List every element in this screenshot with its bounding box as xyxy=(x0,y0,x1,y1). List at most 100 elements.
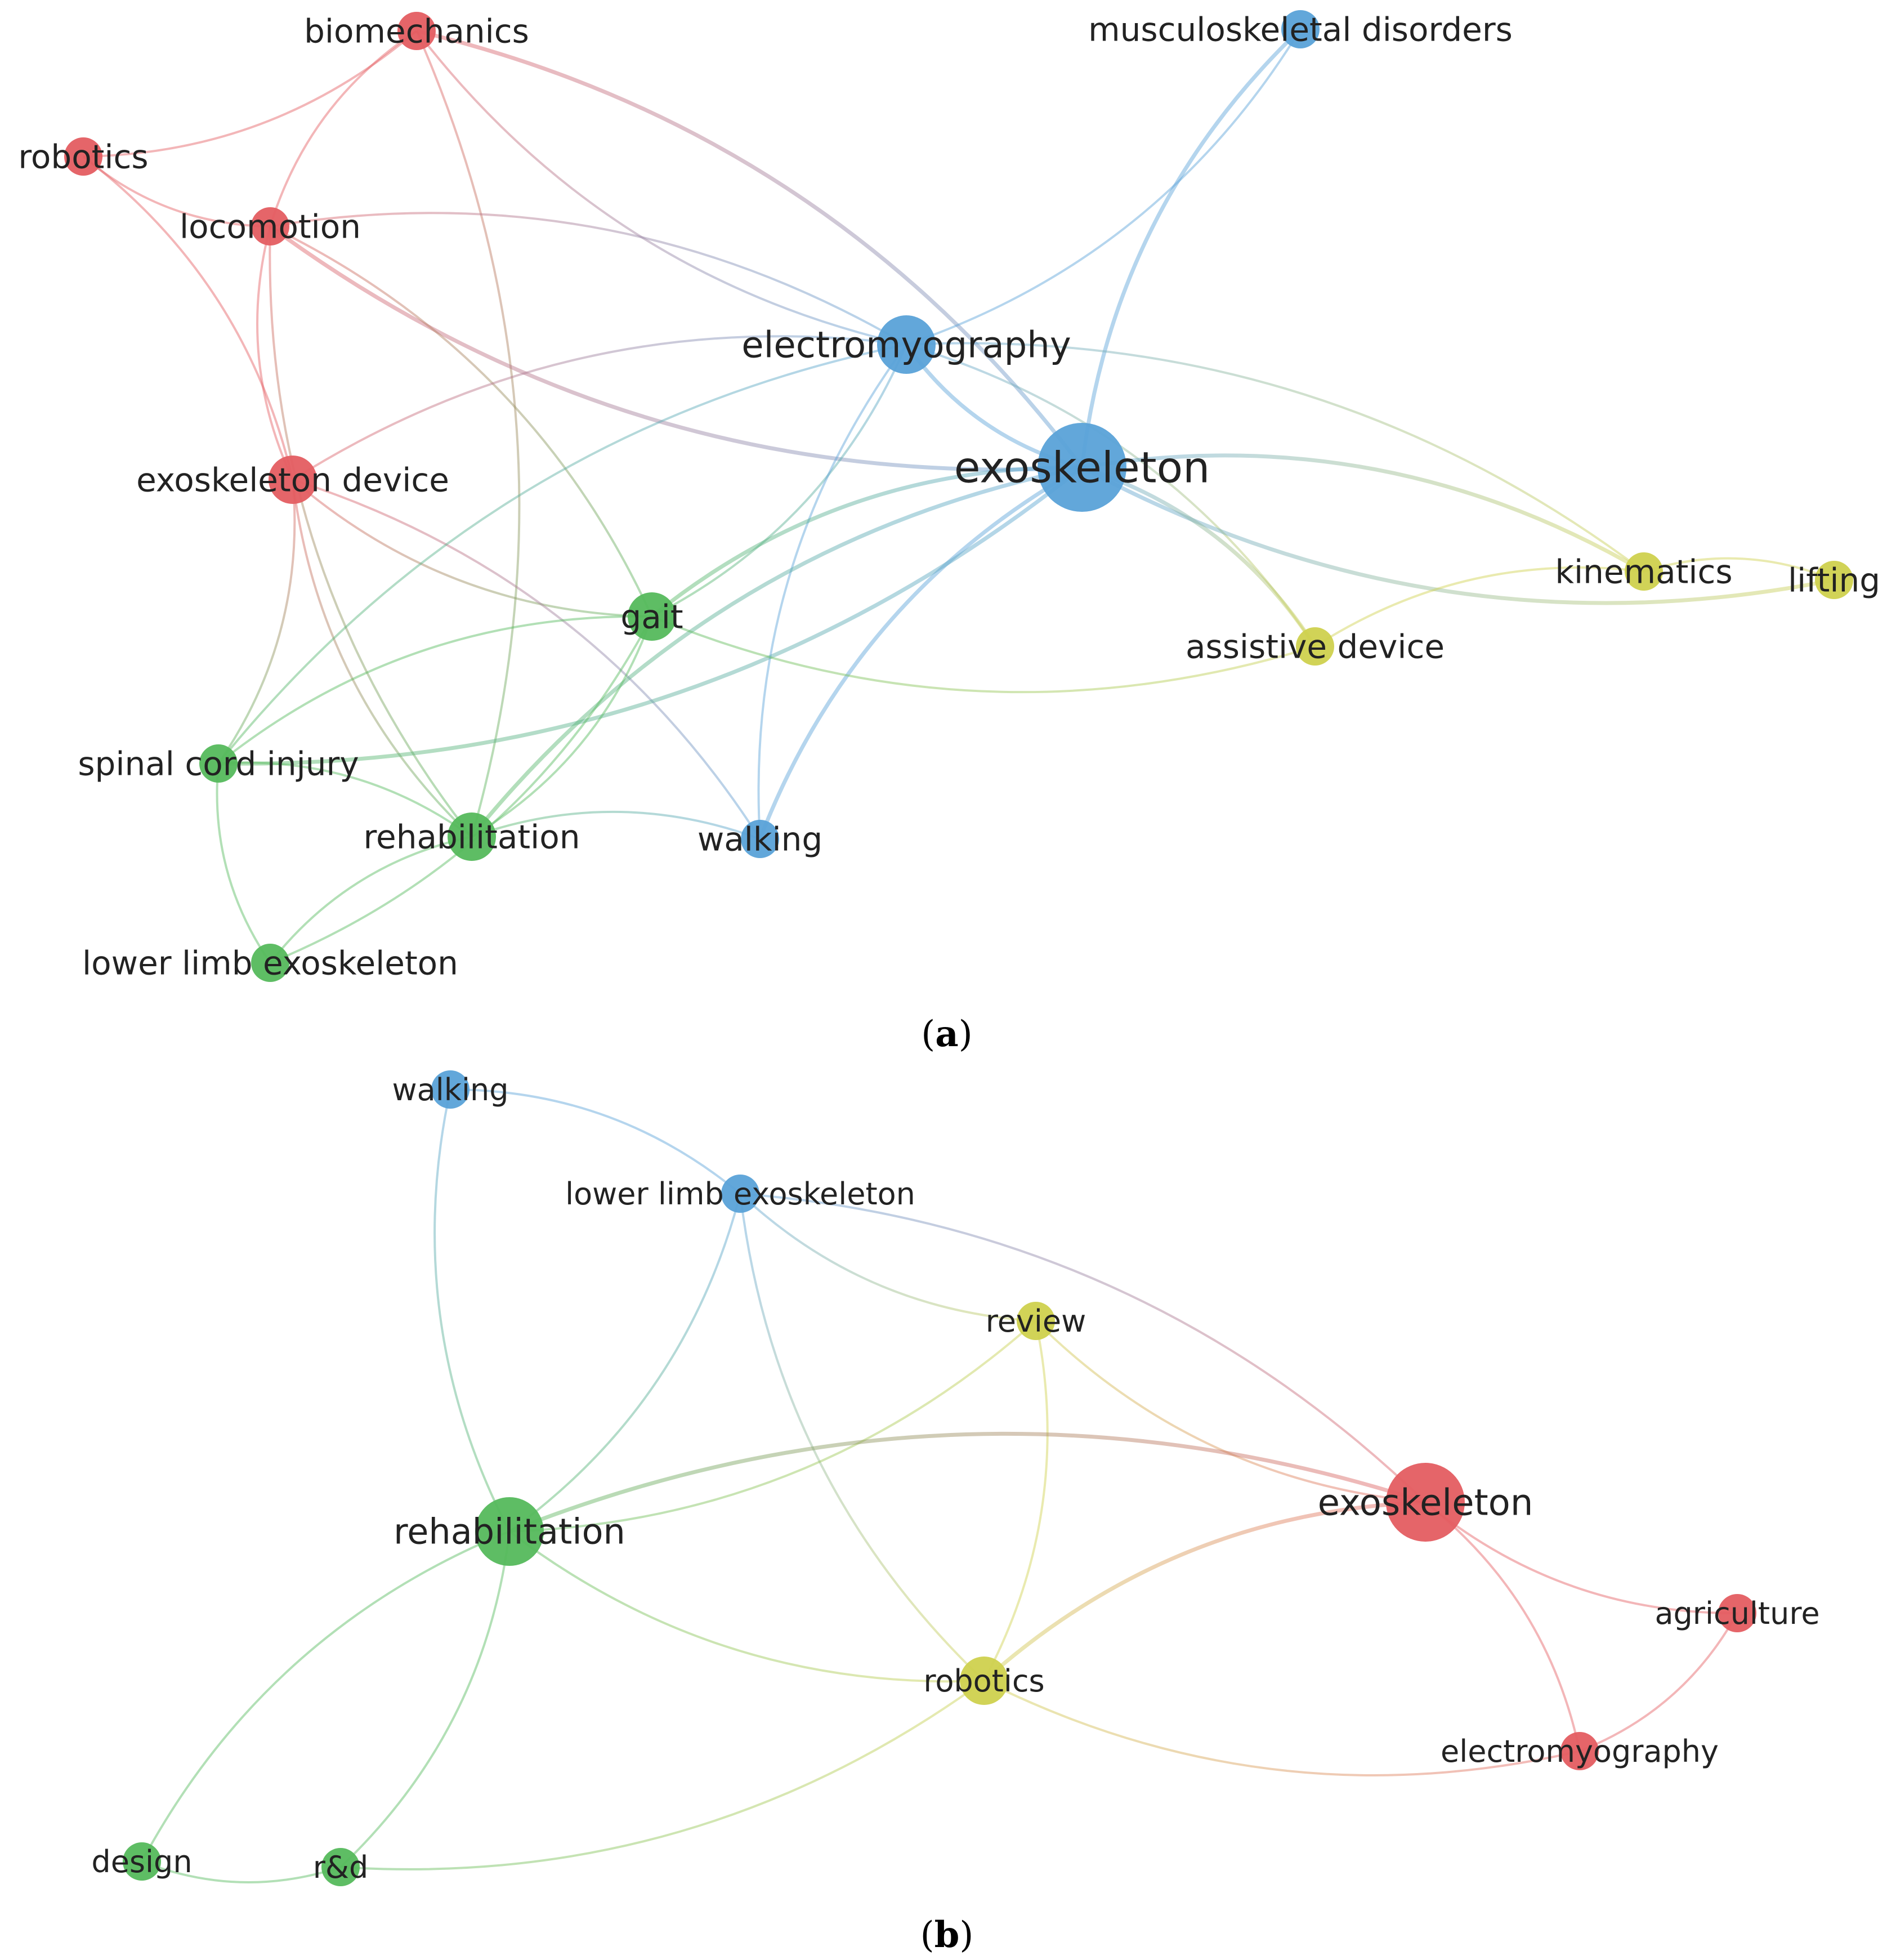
link-exoskeleton_device-rehabilitation xyxy=(292,479,473,838)
link-agriculture-electromyography xyxy=(1579,1613,1738,1752)
link-musculoskeletal-exoskeleton xyxy=(1080,28,1302,468)
link-rehabilitation-robotics xyxy=(508,1530,985,1683)
node-design xyxy=(123,1842,161,1881)
link-locomotion-exoskeleton_device xyxy=(256,226,294,480)
node-agriculture xyxy=(1718,1594,1756,1632)
node-label-assistive_device: assistive device xyxy=(1186,627,1445,666)
node-label-biomechanics: biomechanics xyxy=(304,12,529,50)
caption-b: (b) xyxy=(920,1914,974,1956)
node-assistive_device xyxy=(1296,627,1334,666)
node-exoskeleton xyxy=(1386,1463,1465,1542)
link-locomotion-gait xyxy=(270,225,653,617)
node-label-agriculture: agriculture xyxy=(1655,1596,1819,1631)
node-lifting xyxy=(1815,561,1853,599)
node-lower_limb xyxy=(721,1175,759,1213)
node-locomotion xyxy=(251,207,289,245)
link-rehabilitation-rd xyxy=(339,1531,511,1868)
node-rehabilitation xyxy=(475,1497,544,1566)
node-robotics xyxy=(64,137,102,176)
node-review xyxy=(1017,1302,1055,1340)
node-walking xyxy=(741,820,779,858)
node-label-electromyography: electromyography xyxy=(741,324,1071,366)
link-robotics-rd xyxy=(340,1680,985,1870)
node-label-lower_limb: lower limb exoskeleton xyxy=(82,944,458,982)
link-robotics-electromyography xyxy=(983,1680,1580,1776)
link-gait-assistive_device xyxy=(651,615,1316,694)
node-label-exoskeleton_device: exoskeleton device xyxy=(136,461,449,499)
network-a-links xyxy=(82,28,1835,964)
node-label-walking: walking xyxy=(697,820,822,858)
node-label-rehabilitation: rehabilitation xyxy=(363,818,580,856)
node-label-lower_limb: lower limb exoskeleton xyxy=(565,1176,915,1212)
link-kinematics-lifting xyxy=(1643,557,1835,581)
link-locomotion-exoskeleton xyxy=(269,225,1083,472)
node-exoskeleton_device xyxy=(269,456,317,504)
link-exoskeleton-walking xyxy=(758,465,1083,840)
node-label-electromyography: electromyography xyxy=(1441,1734,1719,1769)
link-musculoskeletal-electromyography xyxy=(906,28,1302,346)
link-electromyography-gait xyxy=(651,344,907,618)
link-exoskeleton-electromyography xyxy=(1424,1501,1581,1752)
link-exoskeleton-robotics xyxy=(982,1500,1426,1682)
node-label-exoskeleton: exoskeleton xyxy=(954,443,1210,493)
node-label-robotics: robotics xyxy=(18,137,148,176)
link-robotics-exoskeleton_device xyxy=(82,155,294,480)
node-rd xyxy=(321,1848,360,1886)
node-exoskeleton xyxy=(1038,423,1126,512)
node-label-exoskeleton: exoskeleton xyxy=(1318,1482,1533,1524)
link-kinematics-assistive_device xyxy=(1314,566,1644,648)
link-lower_limb-robotics xyxy=(739,1193,985,1682)
link-biomechanics-exoskeleton xyxy=(416,29,1084,469)
link-gait-spinal_cord_injury xyxy=(217,615,652,765)
node-label-lifting: lifting xyxy=(1788,561,1880,599)
link-gait-rehabilitation xyxy=(471,616,653,838)
node-kinematics xyxy=(1625,552,1663,591)
link-exoskeleton-gait xyxy=(650,465,1083,618)
node-walking xyxy=(431,1070,469,1109)
node-label-rd: r&d xyxy=(313,1850,369,1885)
link-lower_limb-review xyxy=(739,1193,1036,1322)
network-a: biomechanicsroboticslocomotionexoskeleto… xyxy=(18,10,1880,982)
node-label-design: design xyxy=(91,1844,192,1879)
link-locomotion-rehabilitation xyxy=(269,226,473,838)
link-rehabilitation-exoskeleton xyxy=(508,1431,1427,1534)
node-lower_limb xyxy=(251,944,289,982)
node-label-robotics: robotics xyxy=(923,1663,1044,1699)
link-spinal_cord_injury-lower_limb xyxy=(216,763,271,964)
link-biomechanics-rehabilitation xyxy=(415,30,521,837)
link-locomotion-electromyography xyxy=(270,212,907,346)
node-electromyography xyxy=(877,315,936,374)
link-exoskeleton_device-walking xyxy=(292,479,761,840)
link-exoskeleton_device-gait xyxy=(292,479,652,618)
link-exoskeleton-agriculture xyxy=(1424,1501,1738,1615)
link-gait-lower_limb xyxy=(270,616,653,964)
node-electromyography xyxy=(1560,1732,1599,1770)
link-electromyography-kinematics xyxy=(906,342,1645,573)
link-walking-lower_limb xyxy=(450,1088,741,1195)
node-label-kinematics: kinematics xyxy=(1555,552,1732,591)
link-spinal_cord_injury-rehabilitation xyxy=(218,761,473,838)
node-robotics xyxy=(960,1657,1008,1705)
network-b-links xyxy=(141,1088,1738,1883)
link-electromyography-walking xyxy=(757,343,907,840)
link-lower_limb-exoskeleton xyxy=(740,1193,1427,1503)
link-biomechanics-locomotion xyxy=(269,30,418,227)
node-spinal_cord_injury xyxy=(199,744,238,783)
link-rehabilitation-walking xyxy=(471,810,761,840)
network-a-nodes xyxy=(64,10,1853,982)
link-review-rehabilitation xyxy=(509,1320,1037,1533)
link-walking-rehabilitation xyxy=(433,1089,511,1532)
link-exoskeleton_device-electromyography xyxy=(292,335,907,481)
link-rehabilitation-lower_limb xyxy=(269,836,472,964)
link-rehabilitation-design xyxy=(141,1530,510,1862)
link-design-rd xyxy=(141,1860,341,1883)
node-label-gait: gait xyxy=(620,597,683,636)
link-review-robotics xyxy=(983,1320,1049,1681)
node-label-review: review xyxy=(986,1303,1086,1339)
network-a-labels: biomechanicsroboticslocomotionexoskeleto… xyxy=(18,10,1880,982)
node-rehabilitation xyxy=(448,812,496,861)
caption-a: (a) xyxy=(921,1013,972,1055)
